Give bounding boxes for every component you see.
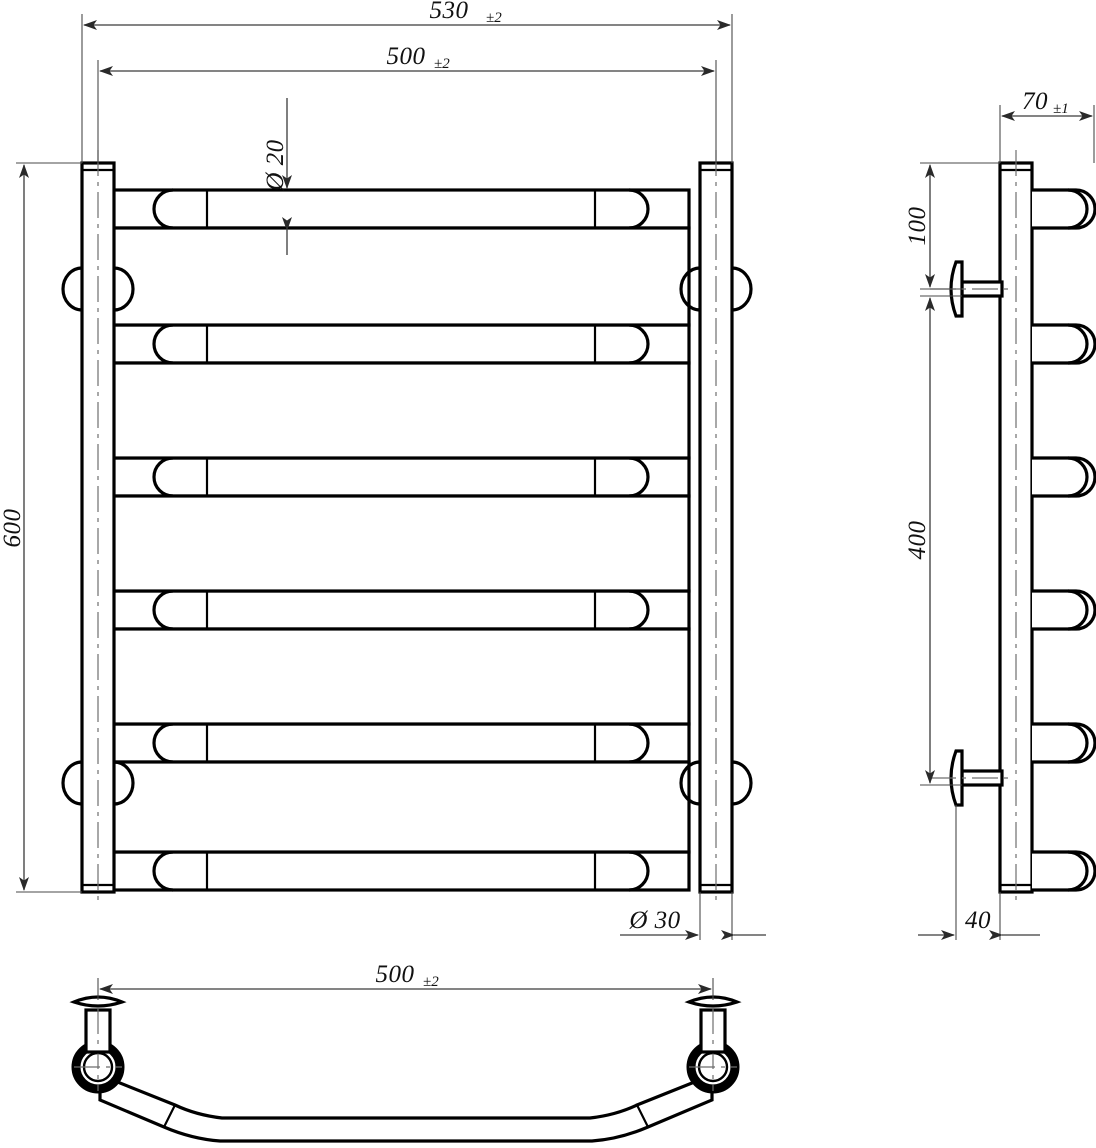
dim-label-overall-height: 600 xyxy=(0,509,26,548)
front-rung xyxy=(111,188,691,230)
side-bracket-lower xyxy=(930,749,1012,807)
dimension-top-bracket-offset: 100 xyxy=(904,162,1000,290)
dim-label-top-bracket-offset: 100 xyxy=(904,207,931,246)
dimension-overall-width: 530 ±2 xyxy=(81,0,733,163)
front-view: 530 ±2 500 ±2 Ø 20 600 xyxy=(0,0,766,940)
dimension-rung-diameter: Ø 20 xyxy=(262,98,292,255)
dim-label-side-depth: 70 xyxy=(1022,88,1048,115)
dim-label-rung-diameter: Ø 20 xyxy=(262,139,289,191)
dimension-top-view-width: 500 ±2 xyxy=(97,961,714,1000)
top-view: 500 ±2 xyxy=(69,961,742,1143)
front-panel xyxy=(111,627,691,726)
top-bracket-left xyxy=(69,995,127,1094)
dimension-overall-height: 600 xyxy=(0,162,82,893)
top-bracket-right xyxy=(684,995,742,1094)
dim-label-overall-width: 530 xyxy=(430,0,469,24)
dim-tol-top-view-width: ±2 xyxy=(423,974,439,990)
dimension-bracket-depth: 40 xyxy=(918,805,1040,940)
dim-label-riser-diameter: Ø 30 xyxy=(628,907,680,934)
front-riser-left xyxy=(61,150,135,905)
side-rung-stub xyxy=(1032,456,1096,498)
front-panel xyxy=(111,760,691,854)
dimension-side-depth: 70 ±1 xyxy=(999,88,1095,163)
dim-tol-side-depth: ±1 xyxy=(1053,101,1069,117)
side-rung-stub xyxy=(1032,188,1096,230)
dim-label-bracket-spacing: 400 xyxy=(904,521,931,560)
side-rung-stub xyxy=(1032,722,1096,764)
top-tube xyxy=(98,1072,714,1143)
front-rung xyxy=(111,323,691,365)
side-rung-stub xyxy=(1032,850,1096,892)
front-rung xyxy=(111,456,691,498)
front-rung xyxy=(111,589,691,631)
front-panel-group xyxy=(111,226,691,854)
side-rung-stub-group xyxy=(1032,188,1096,892)
side-view: 70 ±1 100 400 40 xyxy=(904,88,1096,940)
side-rung-stub xyxy=(1032,323,1096,365)
side-rung-stub xyxy=(1032,589,1096,631)
dim-tol-center-width: ±2 xyxy=(434,56,450,72)
side-riser xyxy=(998,150,1034,905)
front-panel xyxy=(111,361,691,460)
dim-label-bracket-depth: 40 xyxy=(965,907,991,934)
dim-tol-overall-width: ±2 xyxy=(486,10,502,26)
front-panel xyxy=(111,226,691,327)
front-rung xyxy=(111,850,691,892)
front-riser-right xyxy=(679,150,753,905)
dimension-riser-diameter: Ø 30 xyxy=(620,892,766,940)
dimension-center-width: 500 ±2 xyxy=(97,43,717,163)
dimension-bracket-spacing: 400 xyxy=(904,295,962,786)
dim-label-center-width: 500 xyxy=(387,43,426,70)
front-rung xyxy=(111,722,691,764)
dim-label-top-view-width: 500 xyxy=(376,961,415,988)
front-panel xyxy=(111,494,691,593)
